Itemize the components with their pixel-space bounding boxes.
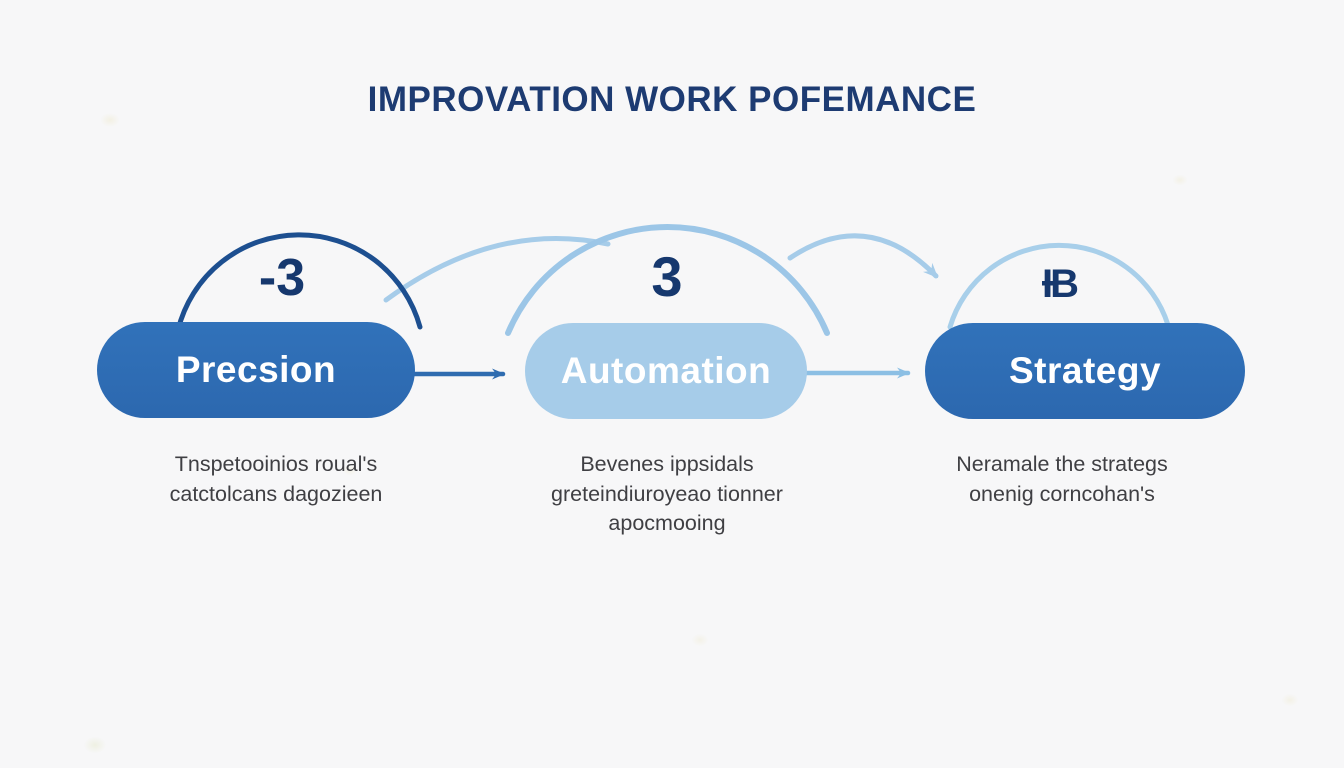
step1-pill-precision: Precsion [97, 322, 415, 418]
step1-description-line: Tnspetooinios roual's [174, 452, 378, 476]
step1-arc [175, 232, 423, 333]
step1-description-line: catctolcans dagozieen [169, 481, 383, 506]
step1-label: Precsion [175, 349, 337, 390]
step2-description-line: apocmooing [608, 511, 726, 535]
step2-description: Bevenes ippsidals greteindiuroyeao tionn… [477, 450, 857, 539]
step3-pill-strategy: Strategy [925, 323, 1245, 419]
curved-connector-1 [383, 236, 611, 303]
step2-pill-automation: Automation [525, 323, 807, 419]
step1-number: -3 [258, 249, 306, 307]
step3-label: Strategy [1008, 350, 1162, 391]
step2-label: Automation [560, 350, 772, 391]
step3-arc [947, 242, 1171, 330]
step3-description-line: onenig corncohan's [969, 481, 1155, 506]
page-title: IMPROVATION WORK POFEMANCE [367, 80, 977, 119]
step1-description: Tnspetooinios roual's catctolcans dagozi… [86, 450, 466, 509]
step2-arc [505, 223, 830, 336]
curved-connector-2 [787, 233, 939, 279]
step3-description-line: Neramale the strategs [956, 452, 1168, 476]
step3-currency-glyph: ƗB [1042, 262, 1079, 306]
step2-number: 3 [651, 245, 683, 308]
step2-description-line: greteindiuroyeao tionner [551, 481, 783, 506]
step2-description-line: Bevenes ippsidals [580, 452, 754, 476]
step3-description: Neramale the strategs onenig corncohan's [872, 450, 1252, 509]
